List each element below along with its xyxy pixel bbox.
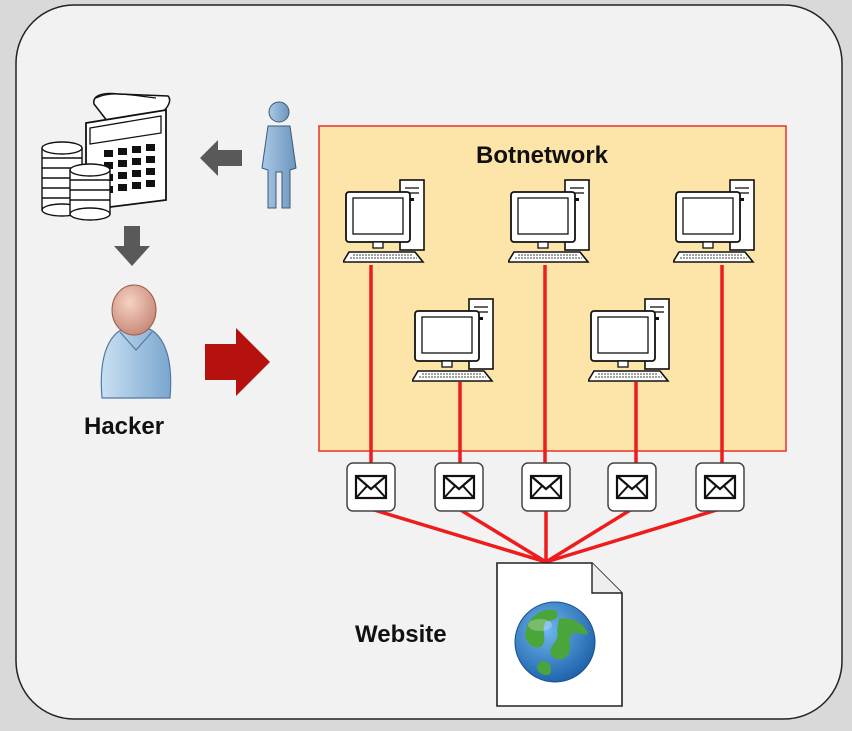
arrow-right-icon	[205, 328, 270, 396]
website-document	[496, 562, 623, 707]
botnetwork-panel	[318, 125, 787, 452]
envelope-icon	[607, 462, 657, 512]
envelope-icon	[346, 462, 396, 512]
hacker-label: Hacker	[84, 413, 165, 440]
person-icon	[261, 101, 297, 209]
envelope-icon	[434, 462, 484, 512]
connector-env4	[545, 507, 633, 564]
hacker-icon	[100, 284, 172, 399]
envelope-icon	[521, 462, 571, 512]
website-label: Website	[355, 621, 447, 648]
cash-register-icon	[41, 92, 171, 221]
connector-env1	[370, 507, 547, 564]
arrow-down-icon	[114, 226, 150, 266]
envelope-icon	[695, 462, 745, 512]
connector-lines	[369, 265, 724, 564]
globe-icon	[514, 601, 596, 683]
connector-env5	[545, 507, 721, 564]
arrow-left-icon	[200, 140, 242, 176]
botnetwork-label: Botnetwork	[476, 142, 608, 169]
connector-env2	[458, 507, 547, 564]
